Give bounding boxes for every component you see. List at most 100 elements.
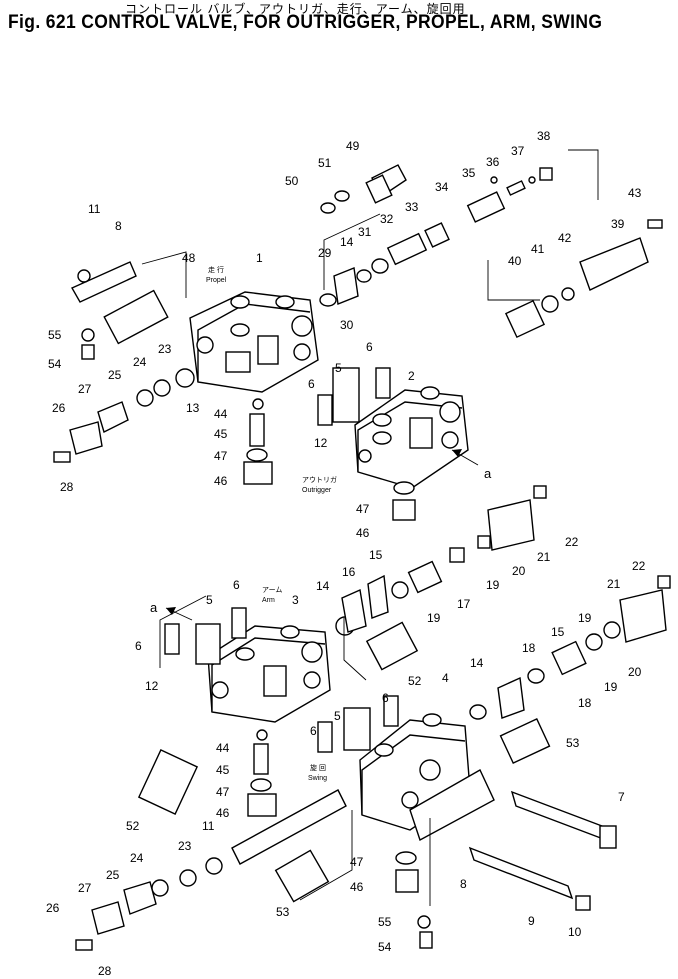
callout-36: 36 — [486, 155, 500, 169]
callout-16-mid: 16 — [342, 565, 356, 579]
callout-51: 51 — [318, 156, 332, 170]
callout-6-arm-left: 6 — [135, 639, 142, 653]
outrigger-label-en: Outrigger — [302, 487, 332, 494]
callout-42: 42 — [558, 231, 572, 245]
callout-20-mid: 20 — [512, 564, 526, 578]
swing-label-en: Swing — [308, 775, 327, 782]
callout-34: 34 — [435, 180, 449, 194]
callout-numbers: 11 8 48 1 49 50 51 38 37 36 35 34 33 32 … — [46, 129, 646, 978]
callout-25-bottom: 25 — [106, 868, 120, 882]
callout-26-bottom: 26 — [46, 901, 60, 915]
propel-spool-parts — [319, 164, 663, 339]
callout-2: 2 — [408, 369, 415, 383]
title-english: Fig. 621 CONTROL VALVE, FOR OUTRIGGER, P… — [8, 12, 603, 33]
callout-46-bottom: 46 — [216, 806, 230, 820]
callout-26-top: 26 — [52, 401, 66, 415]
callout-23-bottom: 23 — [178, 839, 192, 853]
callout-27-bottom: 27 — [78, 881, 92, 895]
callout-27-top: 27 — [78, 382, 92, 396]
outrigger-valve-body — [354, 386, 469, 489]
callout-18-right-b: 18 — [578, 696, 592, 710]
callout-54-top: 54 — [48, 357, 62, 371]
callout-41: 41 — [531, 242, 545, 256]
title-japanese: コントロール バルブ、アウトリガ、走行、アーム、旋回用 — [125, 2, 466, 16]
propel-valve-body — [189, 291, 319, 393]
propel-label-en: Propel — [206, 277, 227, 284]
arm-label-jp: アーム — [262, 586, 282, 594]
callout-7: 7 — [618, 790, 625, 804]
callout-21-right: 21 — [607, 577, 621, 591]
callout-50: 50 — [285, 174, 299, 188]
callout-6-outrigger-left: 6 — [308, 377, 315, 391]
callout-12-bottom: 12 — [145, 679, 159, 693]
arm-valve-body — [207, 625, 331, 723]
callout-13: 13 — [186, 401, 200, 415]
callout-44-bottom: 44 — [216, 741, 230, 755]
callout-52-mid: 52 — [408, 674, 422, 688]
callout-39: 39 — [611, 217, 625, 231]
section-labels: 走 行 Propel アウトリガ Outrigger アーム Arm 旋 回 S… — [206, 265, 337, 782]
callout-4: 4 — [442, 671, 449, 685]
callout-18-right-a: 18 — [522, 641, 536, 655]
callout-47-bottom: 47 — [216, 785, 230, 799]
callout-6-arm-top: 6 — [233, 578, 240, 592]
callout-14-right: 14 — [470, 656, 484, 670]
callout-24-bottom: 24 — [130, 851, 144, 865]
callout-47-outrigger: 47 — [356, 502, 370, 516]
callout-47-swing: 47 — [350, 855, 364, 869]
callout-6-swing-left: 6 — [310, 724, 317, 738]
propel-label-jp: 走 行 — [208, 265, 224, 274]
callout-46-outrigger: 46 — [356, 526, 370, 540]
callout-10: 10 — [568, 925, 582, 939]
callout-22-right: 22 — [632, 559, 646, 573]
callout-31: 31 — [358, 225, 372, 239]
callout-21-mid: 21 — [537, 550, 551, 564]
callout-47-top: 47 — [214, 449, 228, 463]
callout-12-top: 12 — [314, 436, 328, 450]
callout-8-bottom: 8 — [460, 877, 467, 891]
callout-45-top: 45 — [214, 427, 228, 441]
callout-33: 33 — [405, 200, 419, 214]
callout-25-top: 25 — [108, 368, 122, 382]
callout-8-top: 8 — [115, 219, 122, 233]
callout-53-bottom: 53 — [276, 905, 290, 919]
callout-3: 3 — [292, 593, 299, 607]
callout-55-top: 55 — [48, 328, 62, 342]
lower-parts — [75, 535, 671, 951]
callout-19-right-b: 19 — [604, 680, 618, 694]
callout-30: 30 — [340, 318, 354, 332]
outrigger-side-parts — [317, 367, 547, 551]
callout-49: 49 — [346, 139, 360, 153]
view-arrows — [165, 449, 479, 621]
callout-28-bottom: 28 — [98, 964, 112, 978]
callout-48: 48 — [182, 251, 196, 265]
callout-54-bottom: 54 — [378, 940, 392, 954]
callout-32: 32 — [380, 212, 394, 226]
callout-24-top: 24 — [133, 355, 147, 369]
callout-45-bottom: 45 — [216, 763, 230, 777]
callout-1: 1 — [256, 251, 263, 265]
callout-28-top: 28 — [60, 480, 74, 494]
callout-15-right: 15 — [551, 625, 565, 639]
callout-53-right: 53 — [566, 736, 580, 750]
callout-35: 35 — [462, 166, 476, 180]
callout-14-mid: 14 — [316, 579, 330, 593]
swing-label-jp: 旋 回 — [310, 763, 326, 772]
swing-valve-body — [359, 713, 495, 842]
callout-46-swing: 46 — [350, 880, 364, 894]
callout-11-bottom: 11 — [202, 819, 215, 833]
assembly-outline-lines — [141, 149, 599, 906]
view-marker-a-bottom: a — [150, 600, 158, 615]
callout-43: 43 — [628, 186, 642, 200]
callout-44-top: 44 — [214, 407, 228, 421]
callout-19-mid-b: 19 — [427, 611, 441, 625]
callout-9: 9 — [528, 914, 535, 928]
outrigger-label-jp: アウトリガ — [302, 475, 337, 484]
callout-11-top: 11 — [88, 202, 101, 216]
callout-38: 38 — [537, 129, 551, 143]
callout-40: 40 — [508, 254, 522, 268]
callout-22-mid: 22 — [565, 535, 579, 549]
callout-6-outrigger-top: 6 — [366, 340, 373, 354]
callout-19-mid-a: 19 — [486, 578, 500, 592]
